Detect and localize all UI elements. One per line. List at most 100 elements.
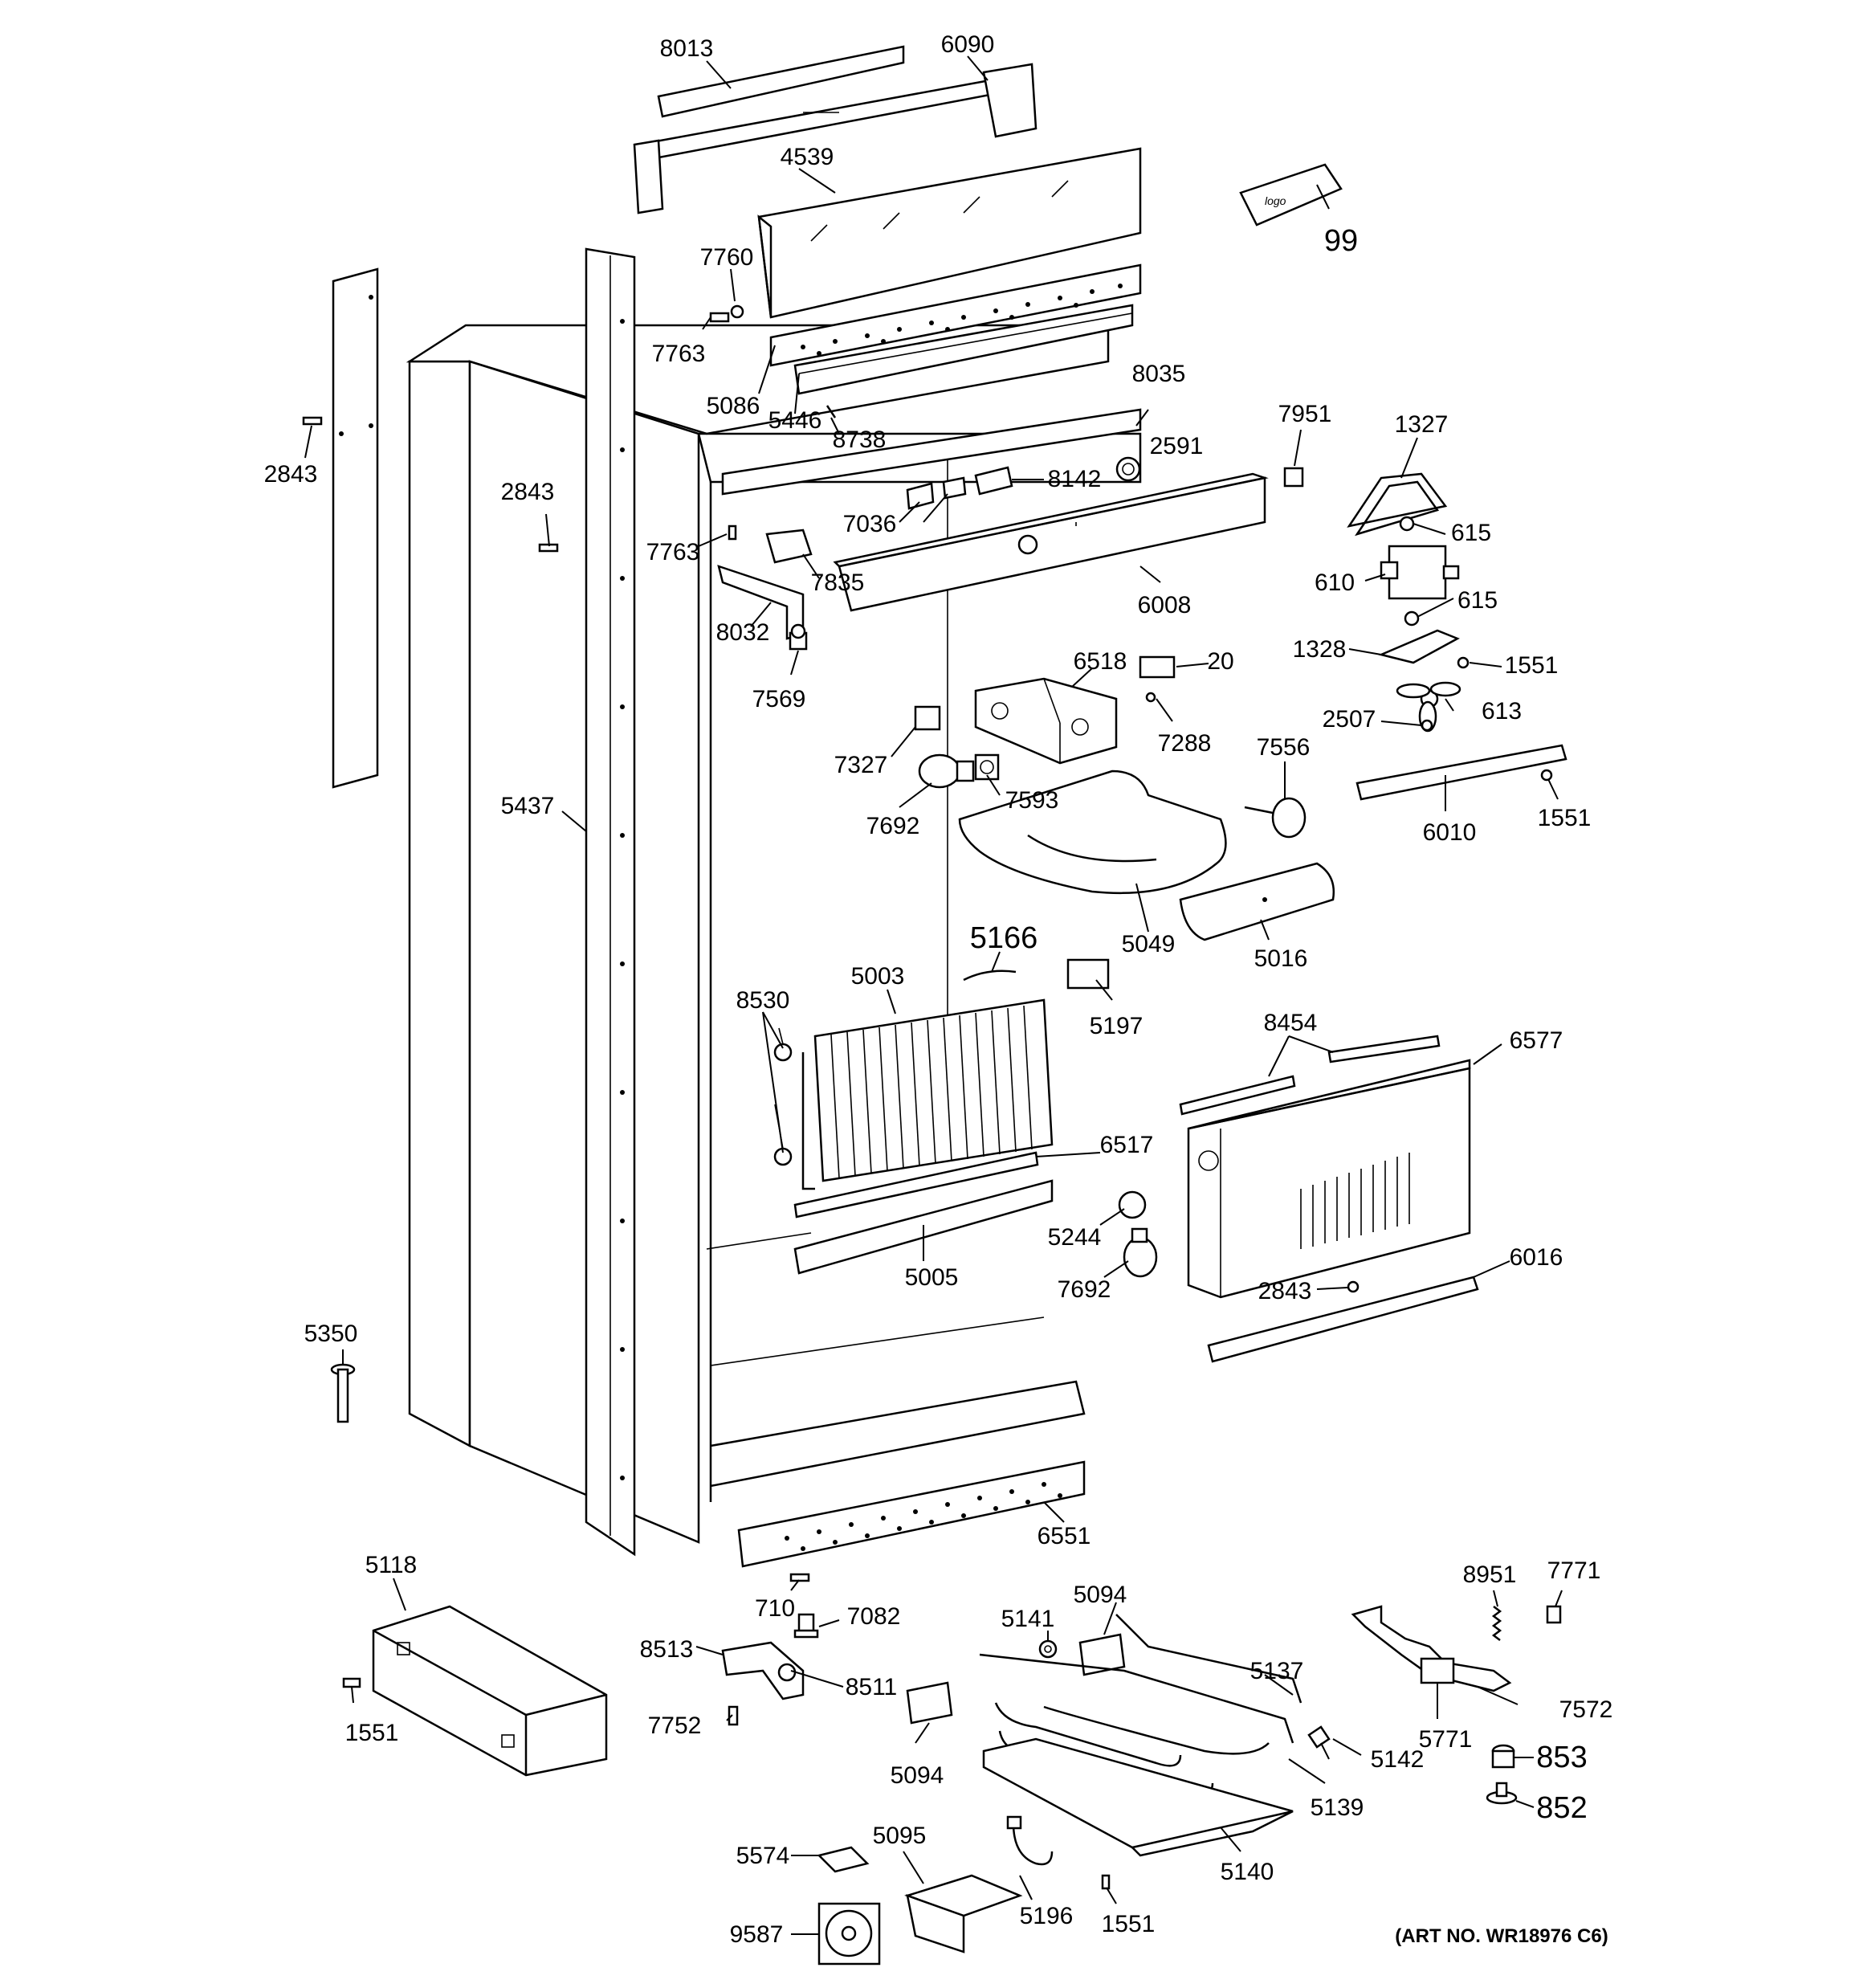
bracket-5574: [817, 1846, 870, 1873]
callout-5166: 5166: [970, 921, 1038, 955]
callout-853: 853: [1536, 1741, 1587, 1774]
bracket-7835: [765, 529, 813, 564]
callout-7760: 7760: [700, 244, 754, 271]
callout-5118: 5118: [365, 1552, 418, 1578]
callout-8513: 8513: [640, 1636, 694, 1663]
callout-8013: 8013: [660, 35, 714, 62]
screw-2843a: [302, 416, 323, 426]
callout-5350: 5350: [304, 1321, 358, 1347]
screw-7752: [728, 1705, 739, 1726]
socket-7593: [974, 753, 1000, 781]
callout-5140: 5140: [1221, 1859, 1274, 1885]
clip-5142: [1307, 1725, 1331, 1749]
bracket-8032: [717, 565, 805, 640]
knob-7556: [1244, 797, 1307, 839]
evaporator-5003: [801, 998, 1054, 1190]
callout-2843-left: 2843: [264, 461, 318, 488]
bracket-6016: [1207, 1276, 1479, 1363]
callout-7771: 7771: [1547, 1557, 1601, 1584]
fitting-7082: [793, 1613, 819, 1639]
bracket-6010: [1355, 744, 1567, 801]
nut-615b: [1404, 610, 1420, 627]
sensor-7951: [1283, 467, 1304, 488]
bracket-8035: [721, 408, 1142, 496]
screw-7763a: [709, 312, 730, 323]
callout-8511: 8511: [846, 1674, 898, 1700]
callout-7593: 7593: [1005, 787, 1059, 814]
svg-text:logo: logo: [1265, 194, 1286, 207]
top-trim-8013: [633, 45, 1037, 214]
callout-852: 852: [1536, 1791, 1587, 1825]
panel-5016: [1179, 862, 1335, 941]
callout-7036: 7036: [843, 511, 897, 537]
callout-5049: 5049: [1122, 931, 1176, 957]
callout-5139: 5139: [1311, 1794, 1364, 1821]
screw-710: [789, 1573, 810, 1582]
callout-8035: 8035: [1132, 361, 1186, 387]
clips-7036: [906, 476, 967, 510]
callout-7752: 7752: [648, 1712, 702, 1739]
housing-6518: [974, 677, 1118, 765]
foot-853: [1491, 1744, 1515, 1769]
motor-610: [1380, 545, 1460, 600]
art-number: (ART NO. WR18976 C6): [1395, 1925, 1608, 1947]
callout-5437: 5437: [501, 793, 555, 819]
callout-2843-cover: 2843: [1258, 1278, 1312, 1304]
callout-5095: 5095: [873, 1823, 927, 1849]
callout-1551-fan: 1551: [1505, 652, 1559, 679]
callout-5141: 5141: [1001, 1606, 1055, 1632]
callout-8951: 8951: [1463, 1561, 1517, 1588]
callout-1328: 1328: [1293, 636, 1347, 663]
switch-8142: [974, 466, 1013, 496]
washer-5141: [1038, 1639, 1058, 1659]
callout-6577: 6577: [1510, 1027, 1563, 1054]
screw-1551d: [1101, 1874, 1111, 1890]
callout-8738: 8738: [833, 427, 887, 453]
trim-strip-5437: [585, 247, 636, 1557]
screw-7763b: [728, 525, 737, 541]
plug-2591: [1115, 456, 1141, 482]
bumper-7569: [789, 623, 808, 651]
pan-5049: [958, 769, 1227, 895]
leader-lines: [304, 55, 1563, 1935]
callout-6016: 6016: [1510, 1244, 1563, 1271]
callout-5094-upper: 5094: [1074, 1582, 1127, 1608]
callout-1551-bracket: 1551: [1538, 805, 1592, 831]
bracket-5094b: [906, 1681, 953, 1725]
screw-2843c: [1347, 1280, 1360, 1293]
callout-6551: 6551: [1037, 1523, 1091, 1549]
callout-labels: 8013 6090 4539 99 7760 7763 2843 2843 50…: [264, 31, 1613, 1948]
callout-7951: 7951: [1278, 401, 1332, 427]
callout-4539: 4539: [781, 144, 834, 170]
strip-5166: [963, 970, 1017, 982]
screw-7288: [1145, 692, 1156, 703]
nut-615a: [1399, 516, 1415, 532]
screw-1551a: [1457, 656, 1470, 669]
callout-5771: 5771: [1419, 1726, 1473, 1753]
bracket-1327: [1347, 472, 1448, 537]
callout-7327: 7327: [834, 752, 888, 778]
callout-5197: 5197: [1090, 1013, 1143, 1039]
strips-8454: [1179, 1035, 1441, 1116]
callout-7082: 7082: [847, 1603, 901, 1630]
side-strip: [332, 267, 379, 789]
callout-9587: 9587: [730, 1921, 784, 1948]
callout-7572: 7572: [1559, 1696, 1613, 1723]
callout-2507: 2507: [1323, 706, 1376, 733]
callout-5016: 5016: [1254, 945, 1308, 972]
callout-7692-upper: 7692: [866, 813, 920, 839]
callout-7569: 7569: [752, 686, 806, 712]
badge-99: logo: [1239, 163, 1343, 227]
callout-7763-top: 7763: [652, 341, 706, 367]
screw-7771: [1546, 1605, 1562, 1624]
spring-8951: [1491, 1606, 1502, 1641]
module-5197: [1066, 958, 1110, 990]
callout-7835: 7835: [811, 569, 865, 596]
callout-20: 20: [1207, 648, 1233, 675]
kickplate-6551: [737, 1460, 1086, 1568]
callout-8530: 8530: [736, 987, 790, 1014]
lever-5771: [1351, 1605, 1512, 1692]
plate-6517: [793, 1151, 1039, 1219]
callout-1327: 1327: [1395, 411, 1449, 438]
callout-6008: 6008: [1138, 592, 1192, 618]
